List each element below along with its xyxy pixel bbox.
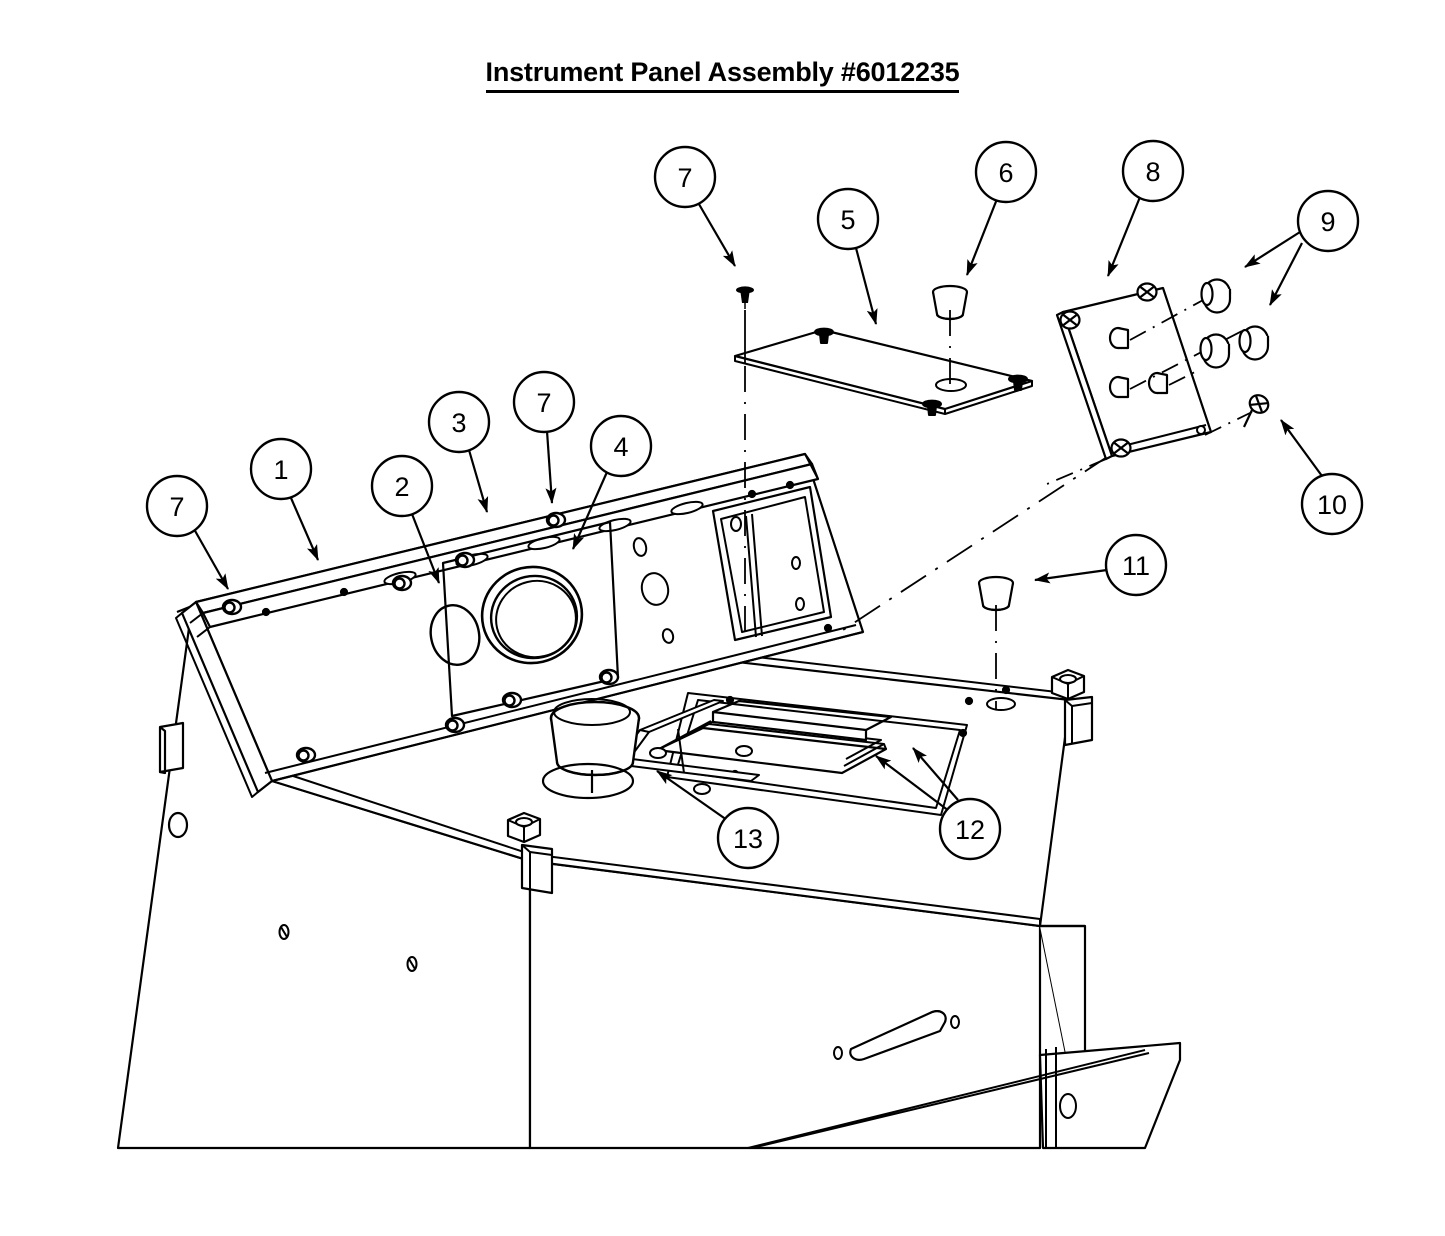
machine-body	[116, 604, 1182, 1150]
callout-4[interactable]: 4	[571, 414, 653, 550]
callout-3[interactable]: 3	[427, 390, 491, 513]
callout-label: 13	[733, 824, 763, 854]
callout-label: 1	[273, 455, 288, 485]
callout-2[interactable]: 2	[370, 454, 441, 584]
part-10-screw	[1243, 390, 1273, 428]
part-7-screw	[735, 285, 755, 310]
callout-8[interactable]: 8	[1106, 139, 1185, 277]
callout-label: 11	[1122, 551, 1150, 581]
callout-label: 7	[677, 163, 692, 193]
part-9-grommets	[1199, 278, 1270, 369]
callout-11[interactable]: 11	[1034, 533, 1168, 597]
callout-label: 4	[613, 432, 628, 462]
part-5-cover-plate	[733, 327, 1034, 416]
callout-label: 10	[1317, 490, 1347, 520]
callout-6[interactable]: 6	[965, 140, 1038, 276]
callout-label: 8	[1145, 157, 1160, 187]
callout-label: 7	[169, 492, 184, 522]
callout-5[interactable]: 5	[816, 187, 880, 325]
page-title: Instrument Panel Assembly #6012235	[0, 57, 1445, 93]
centerlines	[744, 310, 1111, 710]
callout-7-panel[interactable]: 7	[512, 370, 576, 504]
callout-label: 3	[451, 408, 466, 438]
instrument-panel	[175, 452, 865, 798]
callout-13[interactable]: 13	[656, 770, 780, 870]
callout-label: 9	[1320, 207, 1335, 237]
callout-group: 7 5 6 8	[145, 139, 1364, 870]
callout-label: 6	[998, 158, 1013, 188]
callout-label: 12	[955, 815, 985, 845]
part-13-cup-bushing	[541, 698, 641, 800]
callout-label: 5	[840, 205, 855, 235]
page-title-text: Instrument Panel Assembly #6012235	[485, 57, 960, 93]
callout-1[interactable]: 1	[249, 437, 320, 561]
callout-10[interactable]: 10	[1280, 419, 1364, 536]
callout-7-left[interactable]: 7	[145, 474, 229, 590]
callout-label: 7	[536, 388, 551, 418]
callout-label: 2	[394, 472, 409, 502]
callout-7-top[interactable]: 7	[653, 145, 736, 267]
part-8-mounting-plate	[1039, 282, 1253, 488]
callout-12[interactable]: 12	[875, 747, 1002, 861]
callout-9[interactable]: 9	[1244, 189, 1360, 306]
